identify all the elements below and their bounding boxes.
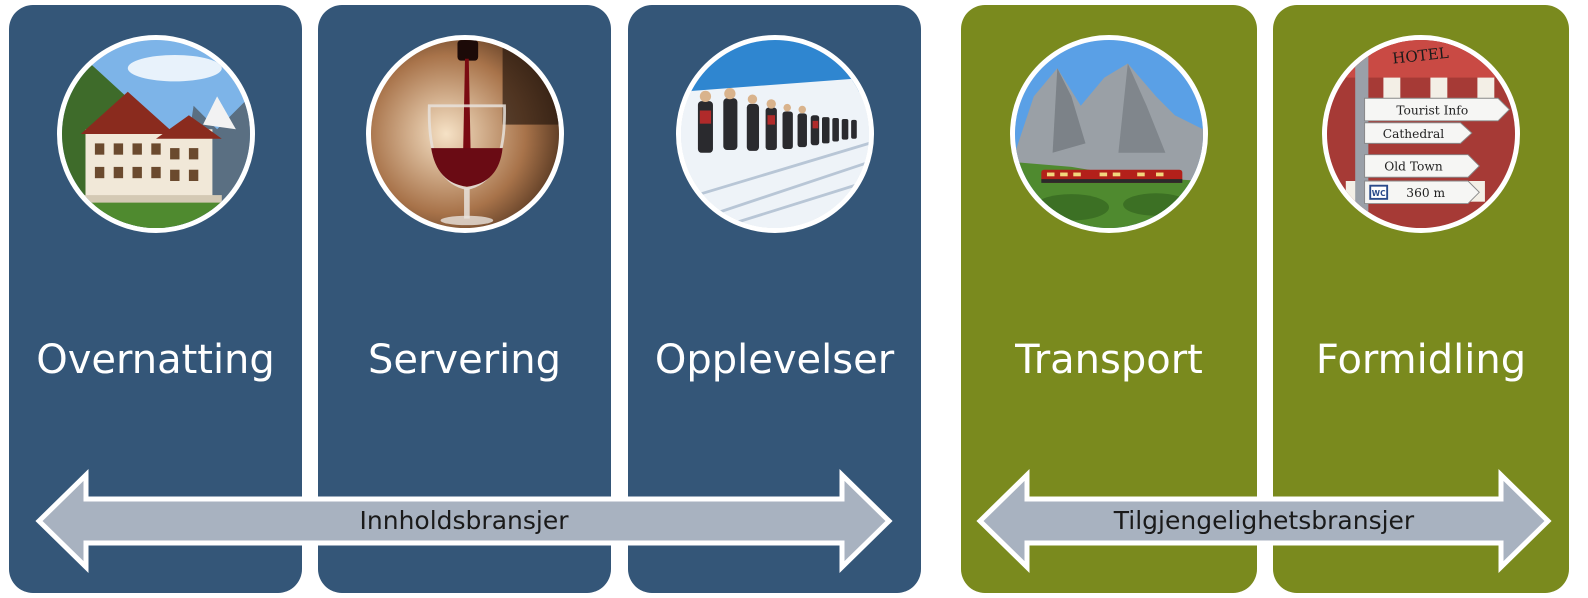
- panel-transport: Transport: [961, 5, 1257, 593]
- hotel-photo: [56, 35, 255, 233]
- sign-old-town: Old Town: [1384, 160, 1443, 174]
- sign-distance: 360 m: [1406, 186, 1445, 200]
- mountain-train-photo: [1010, 35, 1208, 233]
- sign-wc: WC: [1372, 189, 1386, 198]
- glacier-hikers-photo: [675, 35, 874, 233]
- sign-cathedral: Cathedral: [1383, 127, 1445, 141]
- sign-tourist-info: Tourist Info: [1396, 103, 1468, 117]
- panel-servering: Servering: [318, 5, 611, 593]
- panel-overnatting: Overnatting: [9, 5, 302, 593]
- arrow-label: Innholdsbransjer: [359, 506, 569, 535]
- panel-formidling: HOTEL Tourist Info Cathedral Old Town WC…: [1273, 5, 1569, 593]
- wine-glass-photo: [365, 35, 564, 233]
- panel-opplevelser: Opplevelser: [628, 5, 921, 593]
- access-industries-arrow: Tilgjengelighetsbransjer: [976, 469, 1552, 573]
- hotel-sign-text: HOTEL: [1391, 44, 1449, 68]
- content-industries-arrow: Innholdsbransjer: [35, 469, 893, 573]
- arrow-label: Tilgjengelighetsbransjer: [1113, 506, 1415, 535]
- panel-label: Transport: [1015, 337, 1203, 383]
- signpost-photo: HOTEL Tourist Info Cathedral Old Town WC…: [1322, 35, 1520, 233]
- panel-label: Formidling: [1315, 337, 1527, 383]
- panel-label: Servering: [367, 337, 562, 383]
- panel-label: Overnatting: [36, 337, 275, 383]
- panel-label: Opplevelser: [654, 337, 895, 383]
